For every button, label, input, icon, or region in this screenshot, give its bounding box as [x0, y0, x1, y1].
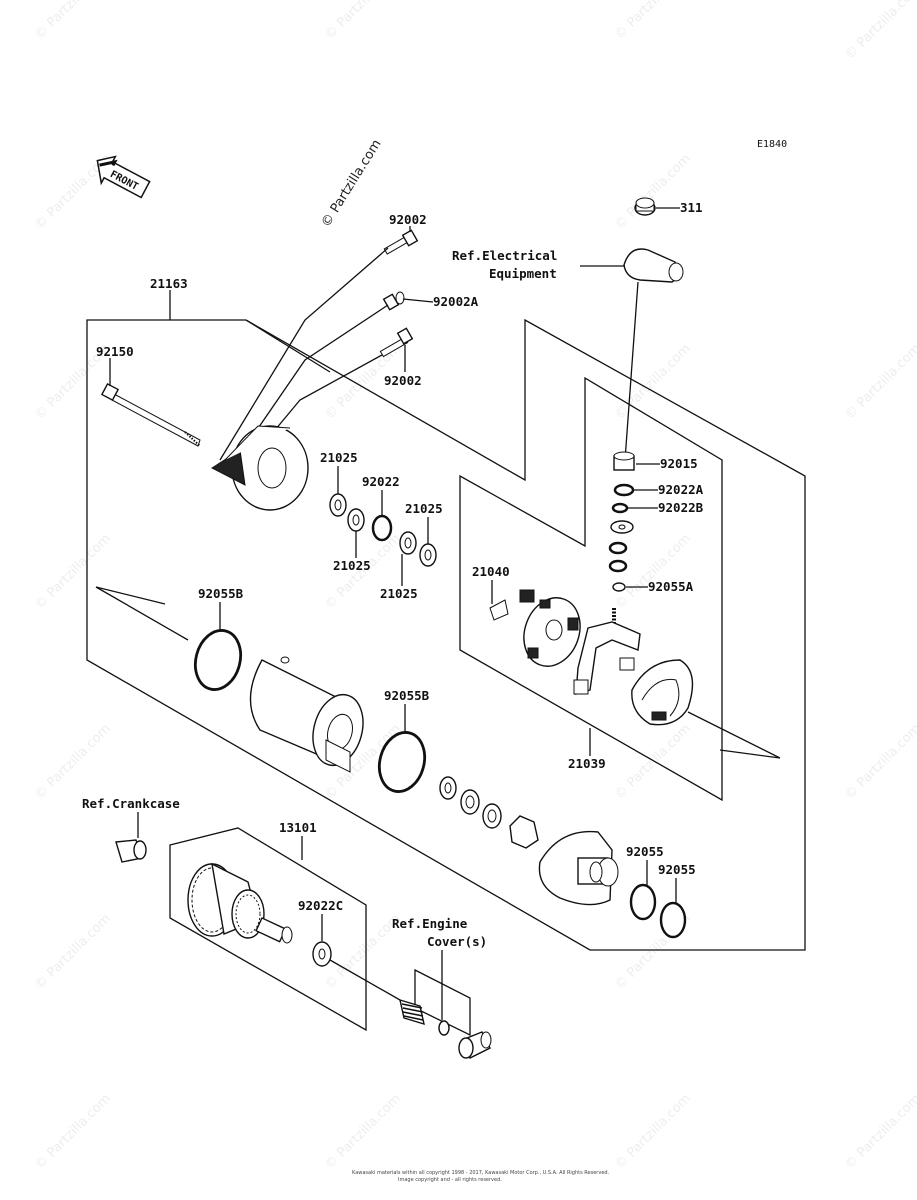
nut-92015 — [613, 451, 635, 471]
engine-cover-bushing — [458, 1031, 492, 1059]
guide-line — [687, 711, 781, 759]
bolt-line — [219, 247, 389, 461]
engine-cover-frame — [414, 968, 471, 1037]
bolt-92002-lower — [379, 327, 414, 358]
bolt-92002A — [382, 291, 405, 311]
guide-line — [95, 586, 166, 605]
watermark-layer: © Partzilla.com © Partzilla.com © Partzi… — [32, 0, 917, 1173]
watermark: © Partzilla.com — [842, 0, 917, 63]
armature-washers — [439, 776, 539, 849]
leader-line — [402, 298, 434, 303]
ref-electrical-label: Ref.Electrical — [452, 248, 557, 263]
watermark: © Partzilla.com — [32, 1091, 114, 1173]
label-311: 311 — [680, 200, 703, 215]
o-ring-92055B-mid — [377, 731, 427, 793]
label-92002: 92002 — [384, 373, 422, 388]
label-21025: 21025 — [333, 558, 371, 573]
washer-92022B — [611, 502, 629, 514]
watermark: © Partzilla.com — [612, 151, 694, 233]
washer-stack — [329, 493, 437, 567]
brush-plate-21040 — [489, 589, 581, 667]
label-92022A: 92022A — [658, 482, 704, 497]
label-92015: 92015 — [660, 456, 698, 471]
assembly-frame — [86, 318, 806, 951]
ref-electrical-label: Equipment — [489, 266, 557, 281]
label-92002A: 92002A — [433, 294, 479, 309]
label-92022C: 92022C — [298, 898, 343, 913]
label-21025: 21025 — [380, 586, 418, 601]
watermark: © Partzilla.com — [842, 721, 917, 803]
watermark: © Partzilla.com — [32, 721, 114, 803]
ref-engine-label: Ref.Engine — [392, 916, 468, 931]
brush-frame — [459, 376, 723, 802]
watermark-main: © Partzilla.com — [319, 137, 385, 230]
bolt-line — [274, 354, 383, 431]
label-21040: 21040 — [472, 564, 510, 579]
ref-crankcase-label: Ref.Crankcase — [82, 796, 180, 811]
label-92055: 92055 — [658, 862, 696, 877]
copyright-footer: Image copyright and - all rights reserve… — [398, 1177, 502, 1183]
terminal-cap — [623, 248, 684, 283]
washer-92022C — [312, 941, 332, 967]
watermark: © Partzilla.com — [322, 1091, 404, 1173]
long-bolt-92150 — [100, 382, 201, 447]
watermark: © Partzilla.com — [842, 341, 917, 423]
watermark: © Partzilla.com — [842, 1091, 917, 1173]
bolt-line — [249, 304, 389, 441]
end-cover-21163 — [211, 425, 309, 511]
watermark: © Partzilla.com — [612, 341, 694, 423]
bolt-92002 — [383, 229, 419, 255]
copyright-footer: Kawasaki materials within all copyright … — [352, 1170, 610, 1176]
front-end-cover — [538, 830, 619, 906]
label-21025: 21025 — [320, 450, 358, 465]
small-washer — [438, 1020, 450, 1036]
guide-line — [719, 749, 781, 759]
starter-clutch-13101 — [187, 862, 293, 944]
guide-line — [245, 319, 331, 373]
watermark: © Partzilla.com — [612, 1091, 694, 1173]
label-92002: 92002 — [389, 212, 427, 227]
watermark: © Partzilla.com — [612, 0, 694, 43]
washer-stack-right — [608, 520, 634, 573]
washer-92022A — [613, 483, 635, 497]
watermark: © Partzilla.com — [32, 0, 114, 43]
watermark: © Partzilla.com — [612, 721, 694, 803]
crankcase-bushing — [115, 839, 147, 863]
starter-motor-yoke — [249, 656, 364, 773]
label-21163: 21163 — [150, 276, 188, 291]
guide-line — [95, 586, 189, 641]
brush-holder-21039 — [573, 621, 694, 726]
label-92022B: 92022B — [658, 500, 704, 515]
o-ring-92055B — [193, 629, 243, 691]
label-92055B: 92055B — [384, 688, 430, 703]
label-21039: 21039 — [568, 756, 606, 771]
o-ring-92055A — [612, 582, 626, 592]
clutch-frame — [169, 827, 367, 1032]
watermark: © Partzilla.com — [32, 911, 114, 993]
label-92022: 92022 — [362, 474, 400, 489]
label-13101: 13101 — [279, 820, 317, 835]
label-92055B: 92055B — [198, 586, 244, 601]
label-21025: 21025 — [405, 501, 443, 516]
o-ring-92055 — [629, 883, 687, 939]
nut-311 — [634, 197, 656, 216]
ref-engine-label: Cover(s) — [427, 934, 487, 949]
terminal-line — [624, 281, 639, 461]
guide-line — [329, 959, 401, 1001]
watermark: © Partzilla.com — [32, 531, 114, 613]
label-92150: 92150 — [96, 344, 134, 359]
spring — [399, 998, 425, 1026]
watermark: © Partzilla.com — [322, 0, 404, 43]
label-92055: 92055 — [626, 844, 664, 859]
label-92055A: 92055A — [648, 579, 694, 594]
diagram-code: E1840 — [757, 139, 787, 150]
